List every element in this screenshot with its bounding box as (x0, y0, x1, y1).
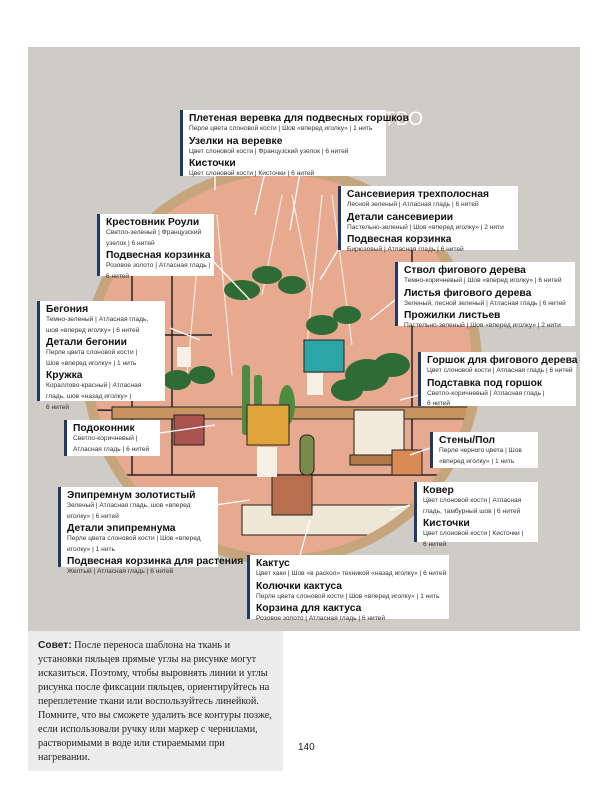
label-details: Перле цвета слоновой кости | (46, 349, 138, 357)
label-heading: Листья фигового дерева (404, 287, 532, 299)
label-details: 6 нитей (46, 403, 70, 411)
label-heading: Подвесная корзинка для растения (67, 556, 244, 568)
label-details: Розовое золото | Атласная гладь | 6 ните… (256, 615, 386, 623)
label-heading: Детали бегонии (46, 337, 127, 349)
label-details: узелок | 6 нитей (106, 239, 155, 247)
label-details: Желтый | Атласная гладь | 6 нитей (67, 568, 174, 576)
label-heading: Плетеная веревка для подвесных горшков (189, 113, 409, 124)
label-details: Светло-коричневый | Атласная гладь | (427, 389, 545, 397)
label-heading: Подставка под горшок (427, 377, 543, 389)
label-details: Цвет слоновой кости | Кисточки | 6 нитей (189, 170, 315, 178)
label-details: Перле цвета слоновой кости | Шов «вперед… (189, 125, 373, 132)
label-details: Темно-коричневый | Шов «вперед иголку» |… (404, 277, 562, 284)
label-heading: Корзина для кактуса (256, 603, 362, 615)
label-details: Атласная гладь | 6 нитей (73, 445, 150, 453)
label-details: Темно-зеленый | Атласная гладь, (46, 316, 149, 323)
label-heading: Стены/Пол (439, 435, 496, 446)
label-details: Цвет слоновой кости | Атласная (423, 497, 522, 504)
label-details: Кораллово-красный | Атласная (46, 382, 142, 390)
label-heading: Горшок для фигового дерева (427, 355, 578, 366)
label-heading: Бегония (46, 304, 89, 315)
label-details: гладь, шов «назад иголку» | (46, 392, 132, 400)
label-details: Зеленый | Атласная гладь, шов «вперед (67, 502, 191, 509)
label-heading: Ствол фигового дерева (404, 265, 526, 276)
label-heading: Узелки на веревке (189, 135, 283, 147)
label-details: Светло-зеленый | Французский (106, 229, 202, 236)
label-details: Цвет хаки | Шов «в раскол» техникой «наз… (256, 570, 447, 577)
label-details: 6 нитей (423, 540, 447, 548)
label-details: Цвет слоновой кости | Французский узелок… (189, 147, 349, 155)
label-heading: Подоконник (73, 423, 135, 434)
label-details: Бирюзовый | Атласная гладь | 6 нитей (347, 246, 464, 254)
label-details: Перле цвета слоновой кости | Шов «вперед… (256, 592, 440, 600)
label-details: Светло-коричневый | (73, 435, 138, 442)
tip-label: Совет: (38, 640, 72, 651)
label-details: Зеленый, лесной зеленый | Атласная гладь… (404, 299, 566, 307)
label-heading: Кисточки (189, 158, 236, 170)
tip-box: Совет: После переноса шаблона на ткань и… (28, 631, 283, 771)
label-heading: Колючки кактуса (256, 580, 342, 592)
label-heading: Кактус (256, 558, 290, 569)
label-details: гладь, тамбурный шов | 6 нитей (423, 507, 521, 515)
label-heading: Сансевиерия трехполосная (347, 189, 489, 200)
label-details: Перле цвета слоновой кости | Шов «вперед (67, 535, 201, 543)
label-details: Пастельно-зеленый | Шов «вперед иголку» … (404, 322, 561, 330)
page-number: 140 (298, 742, 315, 753)
label-details: 6 нитей (106, 272, 130, 280)
tip-text: После переноса шаблона на ткань и устано… (38, 640, 272, 763)
label-details: 6 нитей (427, 400, 451, 408)
label-heading: Кружка (46, 370, 83, 382)
label-details: «вперед иголку» | 1 нить (439, 457, 515, 465)
label-heading: Подвесная корзинка (347, 234, 452, 246)
label-heading: Ковер (423, 485, 454, 496)
label-heading: Эпипремнум золотистый (67, 490, 196, 501)
label-details: Лесной зеленый | Атласная гладь | 6 ните… (347, 201, 479, 208)
label-details: иголку» | 1 нить (67, 545, 115, 553)
label-details: шов «вперед иголку» | 6 нитей (46, 326, 140, 334)
label-heading: Крестовник Роули (106, 217, 200, 228)
label-details: Цвет слоновой кости | Кисточки | (423, 530, 524, 538)
label-heading: Детали сансевиерии (347, 211, 454, 223)
label-heading: Детали эпипремнума (67, 523, 176, 535)
label-heading: Кисточки (423, 518, 470, 530)
label-details: Цвет слоновой кости | Атласная гладь | 6… (427, 367, 573, 374)
label-details: Пастельно-зеленый | Шов «вперед иголку» … (347, 223, 504, 231)
label-heading: Подвесная корзинка (106, 250, 211, 262)
label-details: иголку» | 6 нитей (67, 512, 119, 520)
label-details: Перле черного цвета | Шов (439, 447, 522, 454)
label-details: Розовое золото | Атласная гладь | (106, 262, 211, 270)
label-heading: Прожилки листьев (404, 310, 501, 322)
label-details: Шов «вперед иголку» | 1 нить (46, 359, 137, 367)
